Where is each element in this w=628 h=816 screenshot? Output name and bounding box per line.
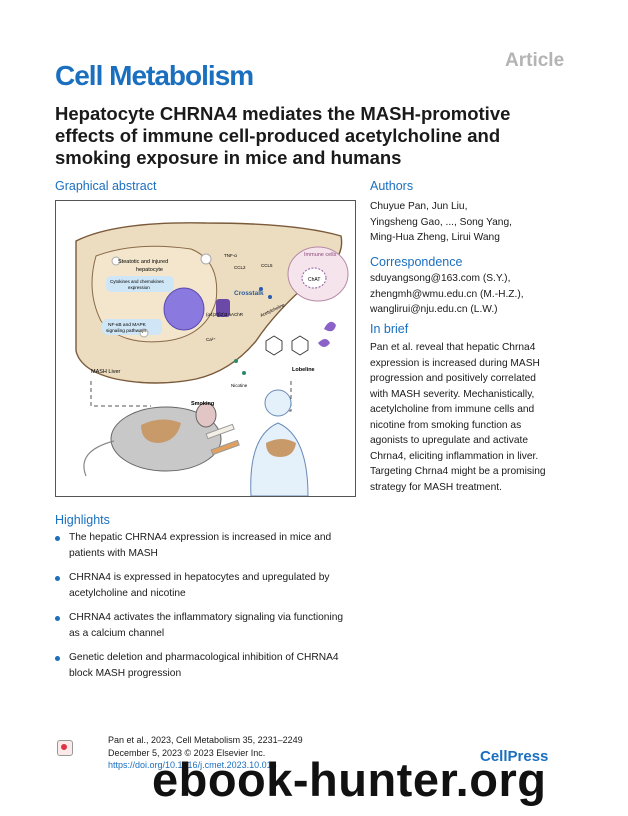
email-link[interactable]: zhengmh@wmu.edu.cn (M.-H.Z.), — [370, 288, 524, 300]
label-tnf: TNF-α — [224, 253, 237, 258]
label-ca: Ca²⁺ — [206, 337, 216, 342]
cigarette-icon — [210, 439, 240, 456]
journal-name[interactable]: Cell Metabolism — [55, 60, 254, 91]
lobeline-plant — [318, 321, 336, 347]
chat-nucleus — [301, 267, 327, 289]
human-head — [264, 389, 292, 417]
nicotine-molecule — [242, 371, 246, 375]
label-nachr: (α4)2(β2)3 nAChR — [206, 312, 244, 317]
brief-line: Chrna4, eliciting inflammation in liver. — [370, 450, 539, 462]
lobeline-molecule — [265, 335, 309, 356]
brief-line: acetylcholine from immune cells and — [370, 404, 535, 415]
correspondence-heading: Correspondence — [370, 255, 463, 269]
label-nfkb-2: signaling pathways — [106, 328, 147, 334]
graphical-abstract-figure: Steatotic and injured hepatocyte Cytokin… — [75, 222, 349, 497]
mouse-ear — [195, 402, 217, 428]
authors-heading: Authors — [370, 179, 414, 193]
nicotine-molecule — [234, 359, 238, 363]
label-crosstalk: Crosstalk — [234, 290, 264, 297]
highlight-text: CHRNA4 activates the inflammatory signal… — [69, 612, 344, 639]
label-hepatocyte: hepatocyte — [136, 267, 163, 273]
nucleus — [163, 287, 205, 331]
highlight-item: The hepatic CHRNA4 expression is increas… — [55, 530, 355, 561]
email-link[interactable]: wanglirui@nju.edu.cn (L.W.) — [370, 304, 498, 315]
label-immune-cells: Immune cells — [304, 252, 337, 258]
brief-line: nicotine from smoking function as — [370, 419, 522, 431]
brief-line: progression and positively correlated — [370, 373, 536, 384]
label-cytokines-1: Cytokines and chemokines — [110, 279, 165, 284]
in-brief-heading: In brief — [370, 322, 409, 336]
bullet-icon — [55, 616, 60, 621]
highlight-item: CHRNA4 activates the inflammatory signal… — [55, 610, 355, 641]
citation-footer: Pan et al., 2023, Cell Metabolism 35, 22… — [108, 734, 303, 772]
author-line[interactable]: Ming-Hua Zheng, Lirui Wang — [370, 232, 500, 243]
brief-line: strategy for MASH treatment. — [370, 481, 502, 493]
label-smoking: Smoking — [191, 401, 214, 407]
correspondence-list: sduyangsong@163.com (S.Y.), zhengmh@wmu.… — [370, 271, 595, 318]
brief-line: with MASH severity. Mechanistically, — [370, 388, 535, 400]
in-brief-text: Pan et al. reveal that hepatic Chrna4 ex… — [370, 340, 595, 495]
highlight-item: Genetic deletion and pharmacological inh… — [55, 650, 355, 681]
watermark-text: ebook-hunter.org — [152, 753, 547, 806]
doi-link[interactable]: https://doi.org/10.1016/j.cmet.2023.10.0… — [108, 760, 277, 770]
publication-date: December 5, 2023 © 2023 Elsevier Inc. — [108, 747, 266, 758]
graphical-abstract-heading: Graphical abstract — [55, 179, 157, 193]
lipid-droplet — [200, 253, 212, 265]
label-cytokines-2: expression — [128, 285, 150, 290]
cigarette-icon — [205, 423, 235, 440]
mouse-liver — [141, 419, 181, 443]
label-lobeline: Lobeline — [292, 367, 315, 373]
highlight-text: The hepatic CHRNA4 expression is increas… — [69, 532, 332, 559]
label-ccl2: CCL2 — [234, 265, 246, 270]
acetylcholine-molecule — [268, 295, 272, 299]
brief-line: expression is increased during MASH — [370, 357, 540, 369]
citation-text: Pan et al., 2023, Cell Metabolism 35, 22… — [108, 735, 303, 745]
lipid-droplet — [139, 328, 149, 338]
cytokines-box — [106, 276, 174, 292]
brief-line: agonists to upregulate and activate — [370, 435, 529, 446]
human-liver — [266, 439, 296, 457]
author-line[interactable]: Yingsheng Gao, ..., Song Yang, — [370, 216, 512, 228]
highlight-item: CHRNA4 is expressed in hepatocytes and u… — [55, 570, 355, 601]
brief-line: Pan et al. reveal that hepatic Chrna4 — [370, 342, 536, 353]
label-ccl5: CCL5 — [261, 263, 273, 268]
paper-title: Hepatocyte CHRNA4 mediates the MASH-prom… — [55, 103, 511, 168]
nachr-receptor — [216, 299, 230, 317]
graphical-abstract: Steatotic and injured hepatocyte Cytokin… — [55, 200, 356, 497]
brief-line: Targeting Chrna4 might be a promising — [370, 466, 546, 477]
human-body — [250, 422, 309, 497]
highlights-list: The hepatic CHRNA4 expression is increas… — [55, 530, 355, 690]
check-for-updates-icon[interactable] — [57, 740, 73, 756]
label-nicotine: Nicotine — [231, 383, 248, 388]
highlight-text: Genetic deletion and pharmacological inh… — [69, 652, 339, 679]
dashed-arrow — [90, 381, 151, 407]
highlight-text: CHRNA4 is expressed in hepatocytes and u… — [69, 572, 330, 599]
cellpress-logo[interactable]: CellPress — [480, 748, 549, 765]
highlights-heading: Highlights — [55, 513, 110, 527]
article-type-tag: Article — [505, 50, 565, 71]
label-mash-liver: MASH Liver — [91, 369, 121, 375]
acetylcholine-molecule — [259, 287, 263, 291]
email-link[interactable]: sduyangsong@163.com (S.Y.), — [370, 273, 511, 284]
label-chat: ChAT — [308, 277, 320, 283]
authors-list: Chuyue Pan, Jun Liu, Yingsheng Gao, ...,… — [370, 199, 595, 246]
bullet-icon — [55, 536, 60, 541]
bullet-icon — [55, 576, 60, 581]
lipid-droplet — [111, 256, 121, 266]
mouse-tail — [83, 440, 115, 477]
label-steatotic: Steatotic and injured — [118, 259, 168, 265]
author-line[interactable]: Chuyue Pan, Jun Liu, — [370, 201, 468, 212]
bullet-icon — [55, 656, 60, 661]
dashed-arrow — [266, 381, 292, 412]
label-nfkb-1: NF-κB and MAPK — [108, 322, 147, 328]
